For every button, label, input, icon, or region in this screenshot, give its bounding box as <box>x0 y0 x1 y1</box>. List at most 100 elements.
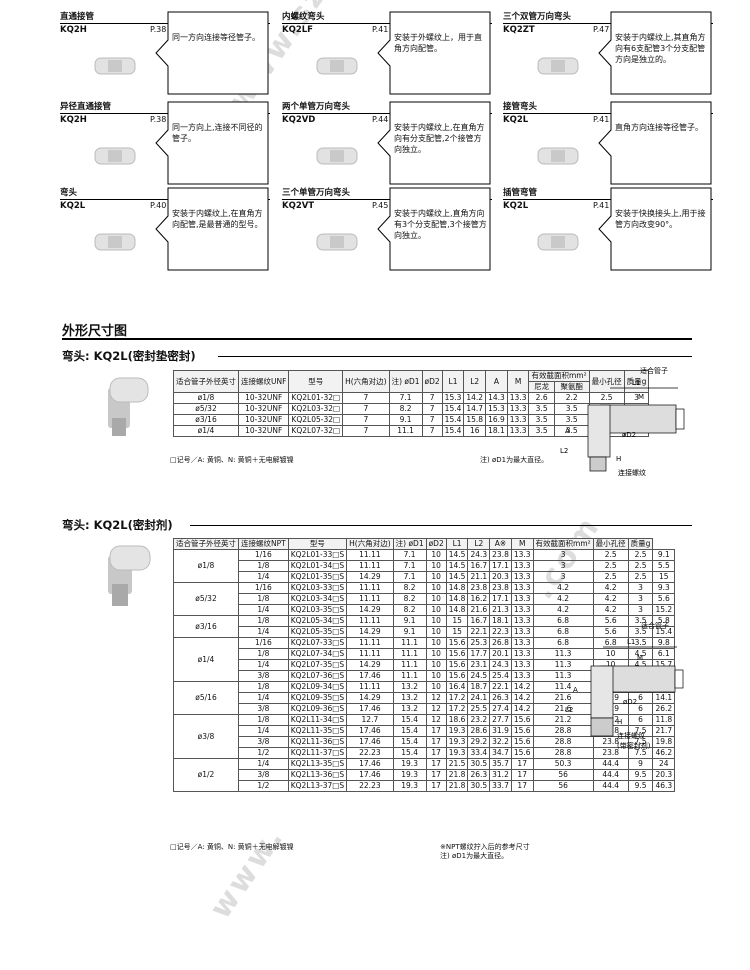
table-cell: 30.5 <box>467 780 491 792</box>
table-cell: 14.5 <box>445 560 469 572</box>
table-cell: 1/8 <box>238 615 289 627</box>
table-cell: 3/8 <box>238 670 289 682</box>
table-cell: 32.2 <box>489 736 512 748</box>
table-cell: 4.2 <box>532 593 594 605</box>
table-cell: 8.2 <box>388 403 423 415</box>
diagram-thread-label: 连接螺纹 <box>618 468 646 477</box>
table-cell: 7 <box>421 425 443 437</box>
table1-header: øD2 <box>421 370 443 393</box>
table-cell: 13.3 <box>506 425 530 437</box>
dim2-H-label: H <box>617 718 622 726</box>
dim-M-label: M <box>638 393 644 401</box>
table2-header: L2 <box>467 538 491 550</box>
table-cell: 9.1 <box>652 549 676 561</box>
table-cell: 14.5 <box>445 549 469 561</box>
table-cell: 23.2 <box>467 714 491 726</box>
table-cell: 13.3 <box>510 604 534 616</box>
table-cell: 25.4 <box>489 670 512 682</box>
table-cell: 10 <box>425 626 447 638</box>
table-cell: KQ2L07-36□S <box>287 670 348 682</box>
table-cell: 3.5 <box>528 425 555 437</box>
table-cell: 1/4 <box>238 571 289 583</box>
table-cell: 1/16 <box>238 549 289 561</box>
tube-size-cell: ø5/16 <box>173 681 239 715</box>
table-cell: 10 <box>425 604 447 616</box>
table-cell: 14.2 <box>510 681 534 693</box>
table-cell: 3.5 <box>528 403 555 415</box>
product-model: KQ2VD <box>282 115 316 125</box>
table-cell: 3.5 <box>528 414 555 426</box>
table-cell: ø1/4 <box>173 425 239 437</box>
table2-header: A※ <box>489 538 512 550</box>
table-cell: 31.2 <box>489 769 512 781</box>
table-cell: KQ2L03-32□ <box>288 403 344 415</box>
table-cell: 22.1 <box>467 626 491 638</box>
product-page: P.45 <box>372 201 389 210</box>
table-cell: 17 <box>425 758 447 770</box>
table-cell: KQ2L05-35□S <box>287 626 348 638</box>
table-cell: 1/2 <box>238 747 289 759</box>
product-image <box>94 233 136 251</box>
table1-header: 适合管子外径英寸 <box>173 370 239 393</box>
table-cell: 17.46 <box>346 758 394 770</box>
table-cell: 7 <box>342 392 390 404</box>
table-cell: 7 <box>342 425 390 437</box>
product-image <box>316 147 358 165</box>
table2-header: 最小孔径 <box>592 538 629 550</box>
section-rule <box>62 338 692 340</box>
table-cell: 2.5 <box>627 549 654 561</box>
table-cell: 21.8 <box>445 780 469 792</box>
table-cell: 2.5 <box>592 549 629 561</box>
table-cell: 7 <box>421 403 443 415</box>
table2-note-right-2: 注) øD1为最大直径。 <box>440 852 509 860</box>
table-cell: 50.3 <box>532 758 594 770</box>
table-cell: ø1/8 <box>173 392 239 404</box>
table-cell: 11.11 <box>346 560 394 572</box>
table-cell: 11.1 <box>388 425 423 437</box>
table-cell: 13.3 <box>506 392 530 404</box>
watermark: www. <box>202 819 292 926</box>
table-cell: 23.8 <box>489 549 512 561</box>
table-cell: 2.6 <box>528 392 555 404</box>
table-cell: 15 <box>445 615 469 627</box>
table-cell: 20.1 <box>489 648 512 660</box>
table-cell: KQ2L07-34□S <box>287 648 348 660</box>
description-bubble: 安装于内螺纹上,直角方向有3个分支配管,3个接管方向独立。 <box>376 186 492 272</box>
table-cell: 11.11 <box>346 549 394 561</box>
table-cell: 13.3 <box>510 582 534 594</box>
table-cell: 13.2 <box>392 703 427 715</box>
product-description: 安装于内螺纹上,直角方向有3个分支配管,3个接管方向独立。 <box>394 209 487 240</box>
table-cell: 24.3 <box>489 659 512 671</box>
table-cell: 15.6 <box>445 670 469 682</box>
table-cell: 15.6 <box>445 659 469 671</box>
table-cell: 28.6 <box>467 725 491 737</box>
table-cell: KQ2L01-35□S <box>287 571 348 583</box>
table-cell: 15.3 <box>485 403 508 415</box>
dim2-L2-label: L2 <box>565 706 573 714</box>
table-cell: 14.29 <box>346 692 394 704</box>
table-cell: KQ2L11-36□S <box>287 736 348 748</box>
table1-header: L2 <box>463 370 487 393</box>
table-cell: 1/4 <box>238 758 289 770</box>
table-cell: 17.7 <box>467 648 491 660</box>
table-cell: 3 <box>532 560 594 572</box>
table-cell: 17.46 <box>346 670 394 682</box>
table-cell: 21.8 <box>445 769 469 781</box>
product-page: P.38 <box>150 25 167 34</box>
table-cell: 3/8 <box>238 769 289 781</box>
table-cell: 1/8 <box>238 681 289 693</box>
table-cell: 46.3 <box>652 780 676 792</box>
table-cell: 18.1 <box>489 615 512 627</box>
table-cell: 14.7 <box>463 403 487 415</box>
table-cell: 24.3 <box>467 549 491 561</box>
table-cell: 17.2 <box>445 692 469 704</box>
table-cell: 8.2 <box>392 582 427 594</box>
